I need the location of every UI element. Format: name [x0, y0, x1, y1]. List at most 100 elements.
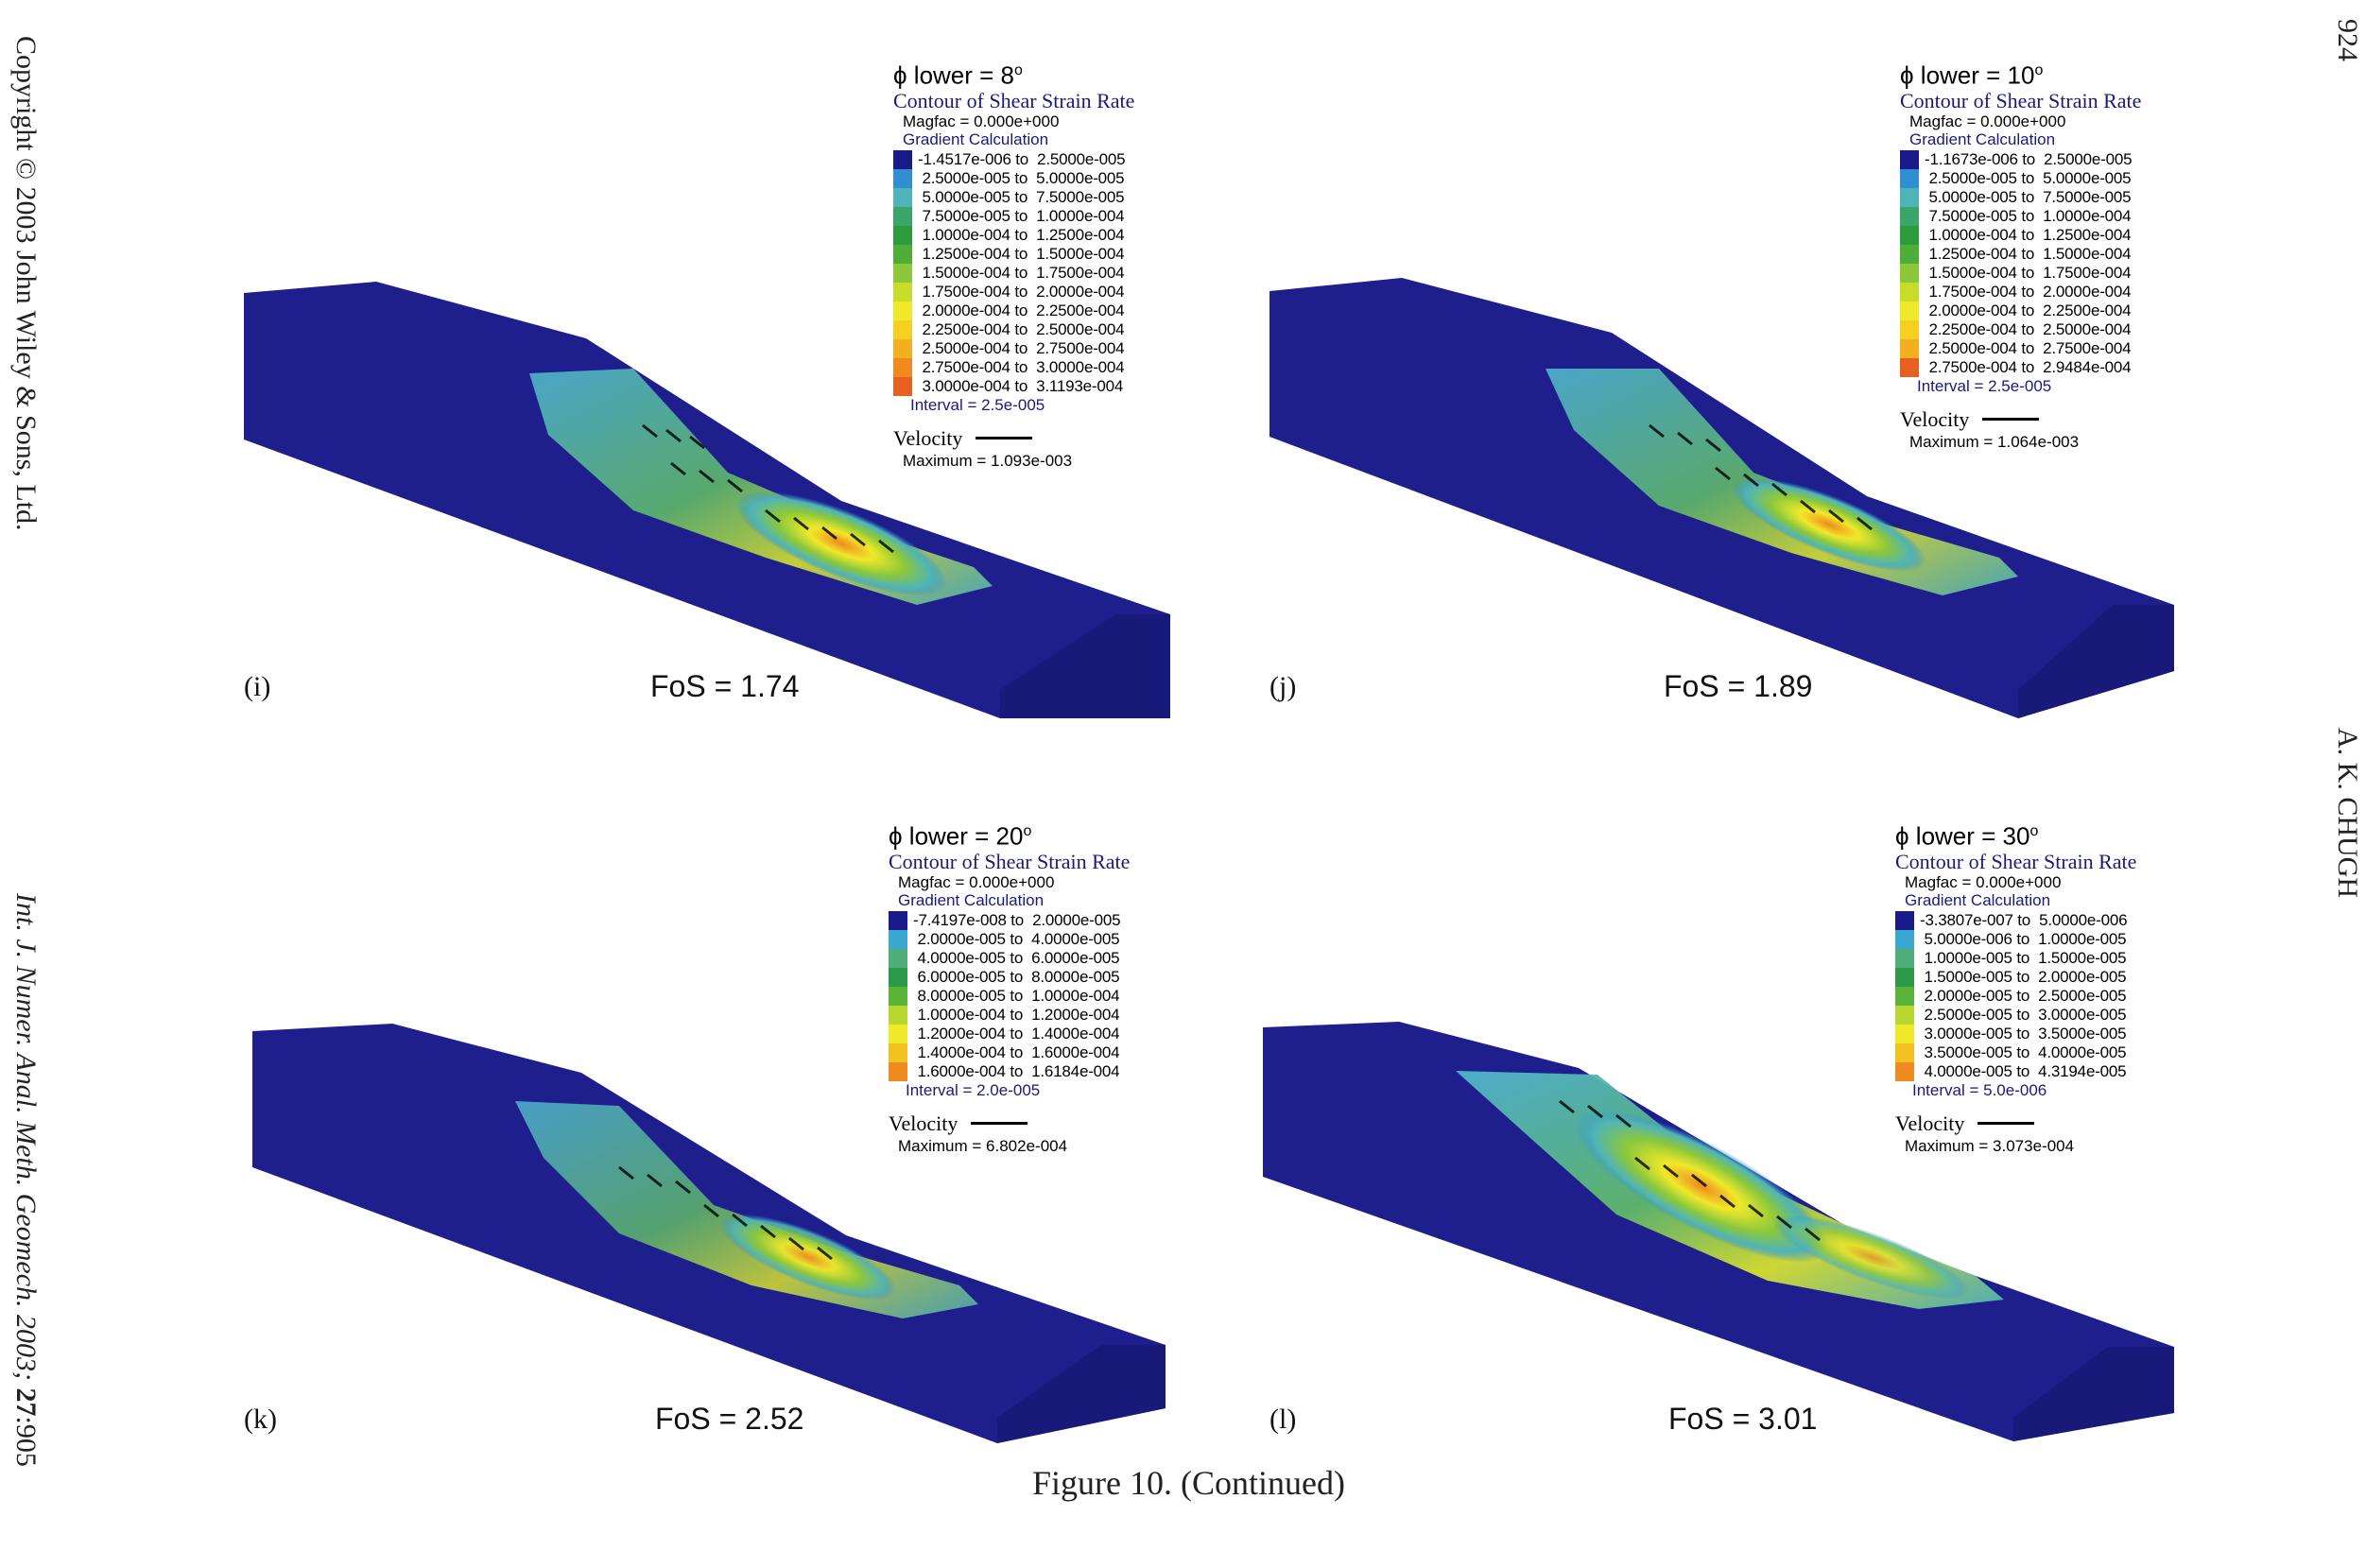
velocity-label: Velocity — [1900, 406, 1970, 431]
slope-model-mesh — [252, 1024, 1166, 1443]
factor-of-safety: FoS = 3.01 — [1668, 1402, 1818, 1436]
swatch — [893, 319, 912, 339]
band-range: 1.2500e-004 to 1.5000e-004 — [918, 244, 1125, 263]
band-range: 5.0000e-005 to 7.5000e-005 — [1925, 187, 2132, 206]
phi-lower-value: lower = 30 — [1915, 821, 2030, 851]
band-range: 3.0000e-005 to 3.5000e-005 — [1920, 1024, 2127, 1042]
swatch — [1900, 244, 1919, 264]
swatch — [893, 338, 912, 358]
legend-band: 2.7500e-004 to 2.9484e-004 — [1900, 357, 2184, 377]
swatch — [1900, 282, 1919, 302]
band-range: 2.2500e-004 to 2.5000e-004 — [918, 319, 1125, 338]
author-text: A. K. CHUGH — [2332, 728, 2363, 898]
panel-label: (k) — [244, 1404, 277, 1435]
legend-band: 7.5000e-005 to 1.0000e-004 — [893, 206, 1177, 226]
band-range: 2.5000e-004 to 2.7500e-004 — [918, 338, 1125, 357]
swatch — [893, 187, 912, 207]
band-range: -1.4517e-006 to 2.5000e-005 — [918, 149, 1126, 168]
swatch — [889, 929, 907, 949]
band-range: 8.0000e-005 to 1.0000e-004 — [913, 986, 1120, 1005]
band-range: 1.6000e-004 to 1.6184e-004 — [913, 1061, 1120, 1080]
band-range: 1.5000e-004 to 1.7500e-004 — [918, 263, 1125, 282]
band-range: -3.3807e-007 to 5.0000e-006 — [1920, 910, 2128, 929]
legend-band: 6.0000e-005 to 8.0000e-005 — [889, 967, 1172, 987]
phi-lower-title: ϕ lower = 8o — [893, 57, 1177, 90]
legend-band: 2.0000e-005 to 2.5000e-005 — [1895, 986, 2179, 1006]
band-range: 3.5000e-005 to 4.0000e-005 — [1920, 1042, 2127, 1061]
band-range: 2.0000e-005 to 4.0000e-005 — [913, 929, 1120, 948]
band-range: 1.0000e-004 to 1.2000e-004 — [913, 1005, 1120, 1024]
color-scale-bands: -1.4517e-006 to 2.5000e-005 2.5000e-005 … — [893, 149, 1177, 396]
degree-symbol: o — [1014, 62, 1023, 78]
swatch — [1900, 168, 1919, 188]
swatch — [1900, 149, 1919, 169]
band-range: 3.0000e-004 to 3.1193e-004 — [918, 376, 1124, 395]
band-range: 2.5000e-005 to 5.0000e-005 — [1925, 168, 2132, 187]
swatch — [1900, 206, 1919, 226]
legend-band: 1.5000e-004 to 1.7500e-004 — [893, 263, 1177, 283]
phi-icon: ϕ — [889, 821, 903, 851]
swatch — [893, 206, 912, 226]
legend-band: 7.5000e-005 to 1.0000e-004 — [1900, 206, 2184, 226]
swatch — [893, 244, 912, 264]
legend-band: 1.6000e-004 to 1.6184e-004 — [889, 1061, 1172, 1081]
band-range: 2.7500e-004 to 3.0000e-004 — [918, 357, 1125, 376]
panel-j: ϕ lower = 10o Contour of Shear Strain Ra… — [1262, 61, 2207, 718]
legend-band: 8.0000e-005 to 1.0000e-004 — [889, 986, 1172, 1006]
velocity-scale-line — [1977, 1122, 2035, 1126]
legend-band: 1.0000e-004 to 1.2500e-004 — [1900, 225, 2184, 245]
swatch — [1900, 263, 1919, 283]
legend-panel-l: ϕ lower = 30o Contour of Shear Strain Ra… — [1895, 818, 2179, 1157]
phi-lower-title: ϕ lower = 30o — [1895, 818, 2179, 851]
velocity-maximum: Maximum = 6.802e-004 — [898, 1136, 1068, 1155]
legend-band: 1.2500e-004 to 1.5000e-004 — [1900, 244, 2184, 264]
contour-title: Contour of Shear Strain Rate — [1900, 88, 2142, 112]
panel-label: (j) — [1269, 671, 1297, 702]
gradient-calculation: Gradient Calculation — [903, 129, 1049, 148]
magfac: Magfac = 0.000e+000 — [898, 872, 1055, 891]
swatch — [1895, 986, 1914, 1006]
legend-band: -1.4517e-006 to 2.5000e-005 — [893, 149, 1177, 169]
legend-band: 2.5000e-005 to 5.0000e-005 — [893, 168, 1177, 188]
swatch — [889, 910, 907, 930]
magfac: Magfac = 0.000e+000 — [1909, 112, 2066, 130]
interval: Interval = 2.5e-005 — [910, 395, 1045, 414]
band-range: 2.2500e-004 to 2.5000e-004 — [1925, 319, 2132, 338]
legend-band: 2.7500e-004 to 3.0000e-004 — [893, 357, 1177, 377]
figure-caption: Figure 10. (Continued) — [1032, 1464, 1345, 1502]
journal-citation: Int. J. Numer. Anal. Meth. Geomech. 2003… — [9, 893, 42, 1467]
phi-lower-title: ϕ lower = 10o — [1900, 57, 2184, 90]
band-range: 2.5000e-004 to 2.7500e-004 — [1925, 338, 2132, 357]
swatch — [889, 986, 907, 1006]
band-range: 1.0000e-004 to 1.2500e-004 — [1925, 225, 2132, 244]
legend-band: -3.3807e-007 to 5.0000e-006 — [1895, 910, 2179, 930]
band-range: 1.4000e-004 to 1.6000e-004 — [913, 1042, 1120, 1061]
velocity-maximum: Maximum = 1.093e-003 — [903, 451, 1073, 470]
swatch — [893, 168, 912, 188]
velocity-key: Velocity — [1900, 407, 2184, 432]
magfac: Magfac = 0.000e+000 — [903, 112, 1060, 130]
contour-title: Contour of Shear Strain Rate — [1895, 849, 2137, 873]
band-range: 1.5000e-004 to 1.7500e-004 — [1925, 263, 2132, 282]
magfac: Magfac = 0.000e+000 — [1905, 872, 2062, 891]
swatch — [893, 376, 912, 396]
band-range: 1.7500e-004 to 2.0000e-004 — [918, 282, 1125, 301]
legend-band: 2.0000e-005 to 4.0000e-005 — [889, 929, 1172, 949]
legend-band: 1.4000e-004 to 1.6000e-004 — [889, 1042, 1172, 1062]
legend-band: 2.0000e-004 to 2.2500e-004 — [1900, 301, 2184, 320]
legend-band: 5.0000e-005 to 7.5000e-005 — [893, 187, 1177, 207]
legend-band: -7.4197e-008 to 2.0000e-005 — [889, 910, 1172, 930]
swatch — [889, 948, 907, 968]
legend-band: 1.5000e-005 to 2.0000e-005 — [1895, 967, 2179, 987]
swatch — [893, 149, 912, 169]
band-range: 4.0000e-005 to 6.0000e-005 — [913, 948, 1120, 967]
swatch — [1895, 1042, 1914, 1062]
factor-of-safety: FoS = 1.89 — [1664, 669, 1813, 703]
panel-k: ϕ lower = 20o Contour of Shear Strain Ra… — [241, 822, 1186, 1460]
swatch — [1900, 338, 1919, 358]
legend-band: 1.2500e-004 to 1.5000e-004 — [893, 244, 1177, 264]
panel-label: (l) — [1269, 1404, 1297, 1435]
swatch — [889, 1005, 907, 1025]
swatch — [889, 1042, 907, 1062]
copyright-text: Copyright © 2003 John Wiley & Sons, Ltd. — [10, 36, 42, 531]
